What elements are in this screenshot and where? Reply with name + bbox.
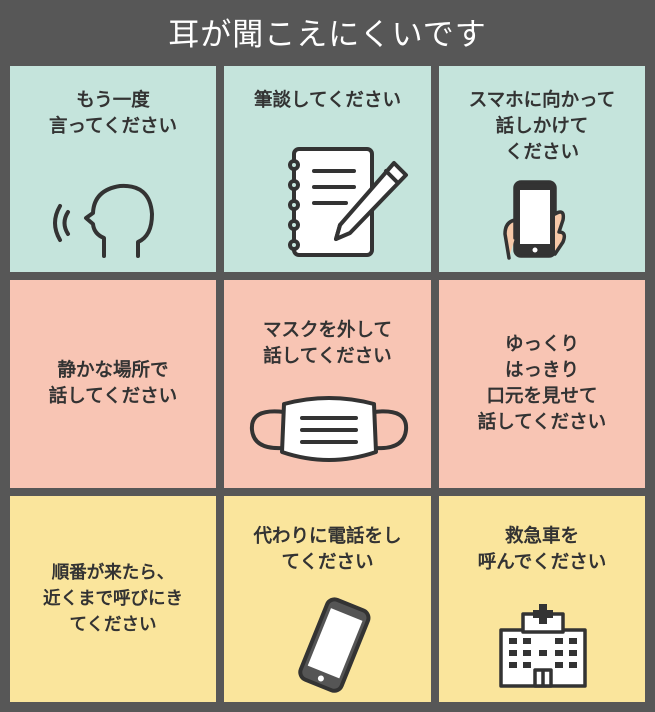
card-remove-mask: マスクを外して 話してください xyxy=(224,280,431,488)
phone-icon xyxy=(298,597,371,693)
card-call-me: 順番が来たら、 近くまで呼びにき てください xyxy=(10,496,216,702)
card-text: マスクを外して 話してください xyxy=(263,320,392,367)
card-ambulance: 救急車を 呼んでください xyxy=(439,496,645,702)
card-text: 静かな場所で 話してください xyxy=(48,360,178,407)
card-text: 順番が来たら、 近くまで呼びにき てください xyxy=(43,563,183,635)
card-text: ゆっくり はっきり 口元を見せて 話してください xyxy=(477,334,607,433)
card-repeat: もう一度 言ってください xyxy=(10,66,216,272)
card-write: 筆談してください xyxy=(224,66,431,272)
page-title: 耳が聞こえにくいです xyxy=(168,16,487,53)
card-quiet-place: 静かな場所で 話してください xyxy=(10,280,216,488)
card-text: 救急車を 呼んでください xyxy=(477,526,607,573)
card-text: 代わりに電話をし てください xyxy=(253,526,402,573)
card-slowly: ゆっくり はっきり 口元を見せて 話してください xyxy=(439,280,645,488)
hand-smartphone-icon xyxy=(503,180,567,260)
card-text: スマホに向かって 話しかけて ください xyxy=(468,90,616,163)
head-sound-icon xyxy=(53,183,154,258)
mask-icon xyxy=(249,396,409,462)
card-text: もう一度 言ってください xyxy=(48,90,178,137)
notepad-pen-icon xyxy=(288,147,408,257)
card-phone-call: 代わりに電話をし てください xyxy=(224,496,431,702)
card-smartphone: スマホに向かって 話しかけて ください xyxy=(439,66,645,272)
hospital-icon xyxy=(499,604,587,688)
card-text: 筆談してください xyxy=(254,90,401,111)
